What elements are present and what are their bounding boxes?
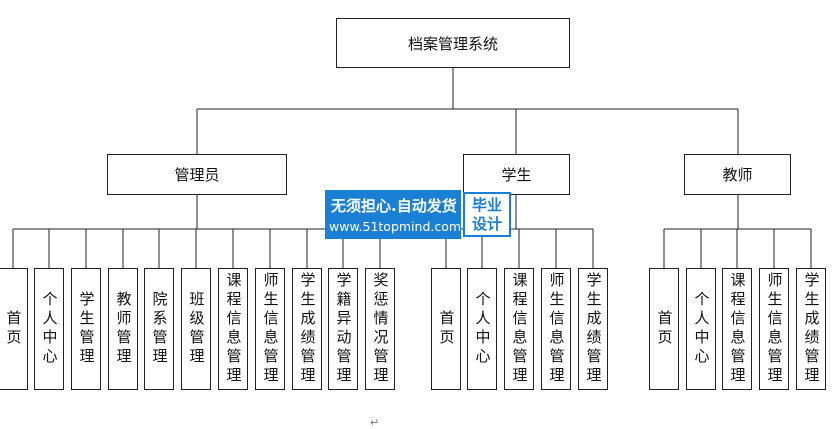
leaf-label: 个人中心 bbox=[692, 291, 711, 367]
leaf-label: 教师管理 bbox=[114, 291, 133, 367]
watermark-badge: 毕业 设计 bbox=[463, 192, 511, 237]
watermark-slogan: 无须担心.自动发货 bbox=[331, 197, 457, 215]
leaf-label: 班级管理 bbox=[187, 291, 206, 367]
group-label-admin: 管理员 bbox=[174, 166, 220, 184]
leaf-node: 院系管理 bbox=[144, 268, 174, 390]
group-label-teacher: 教师 bbox=[722, 166, 753, 184]
leaf-label: 师生信息管理 bbox=[261, 272, 280, 386]
leaf-node: 个人中心 bbox=[686, 268, 716, 390]
text-cursor-icon: ↵ bbox=[370, 416, 380, 429]
root-node: 档案管理系统 bbox=[336, 18, 570, 68]
leaf-node: 课程信息管理 bbox=[218, 268, 248, 390]
watermark-banner: 无须担心.自动发货 www.51topmind.com bbox=[325, 190, 461, 239]
group-node-admin: 管理员 bbox=[107, 154, 287, 195]
leaf-node: 学籍异动管理 bbox=[328, 268, 358, 390]
leaf-node: 首页 bbox=[431, 268, 461, 390]
watermark-badge-line1: 毕业 bbox=[471, 196, 502, 214]
leaf-label: 学生管理 bbox=[77, 291, 96, 367]
leaf-label: 首页 bbox=[655, 310, 674, 348]
leaf-label: 师生信息管理 bbox=[765, 272, 784, 386]
leaf-label: 首页 bbox=[4, 310, 23, 348]
leaf-node: 学生成绩管理 bbox=[292, 268, 322, 390]
leaf-node: 个人中心 bbox=[34, 268, 64, 390]
leaf-node: 课程信息管理 bbox=[722, 268, 752, 390]
leaf-node: 师生信息管理 bbox=[541, 268, 571, 390]
leaf-node: 首页 bbox=[0, 268, 28, 390]
leaf-label: 学生成绩管理 bbox=[298, 272, 317, 386]
leaf-label: 学籍异动管理 bbox=[334, 272, 353, 386]
leaf-node: 教师管理 bbox=[108, 268, 138, 390]
leaf-node: 个人中心 bbox=[467, 268, 497, 390]
root-label: 档案管理系统 bbox=[407, 34, 498, 53]
watermark-badge-line2: 设计 bbox=[471, 215, 502, 233]
leaf-node: 学生成绩管理 bbox=[796, 268, 826, 390]
leaf-label: 首页 bbox=[437, 310, 456, 348]
watermark-url: www.51topmind.com bbox=[329, 219, 462, 234]
leaf-node: 师生信息管理 bbox=[759, 268, 789, 390]
leaf-node: 首页 bbox=[649, 268, 679, 390]
leaf-label: 学生成绩管理 bbox=[584, 272, 603, 386]
group-label-student: 学生 bbox=[501, 166, 532, 184]
leaf-node: 班级管理 bbox=[181, 268, 211, 390]
leaf-label: 院系管理 bbox=[150, 291, 169, 367]
leaf-label: 学生成绩管理 bbox=[802, 272, 821, 386]
leaf-label: 课程信息管理 bbox=[510, 272, 529, 386]
leaf-node: 学生成绩管理 bbox=[578, 268, 608, 390]
watermark: 无须担心.自动发货 www.51topmind.com 毕业 设计 bbox=[325, 190, 513, 239]
leaf-label: 师生信息管理 bbox=[547, 272, 566, 386]
leaf-label: 课程信息管理 bbox=[224, 272, 243, 386]
leaf-label: 奖惩情况管理 bbox=[371, 272, 390, 386]
leaf-label: 个人中心 bbox=[40, 291, 59, 367]
leaf-node: 课程信息管理 bbox=[504, 268, 534, 390]
leaf-label: 个人中心 bbox=[473, 291, 492, 367]
group-node-student: 学生 bbox=[463, 154, 570, 195]
leaf-node: 学生管理 bbox=[71, 268, 101, 390]
leaf-node: 奖惩情况管理 bbox=[365, 268, 395, 390]
group-node-teacher: 教师 bbox=[684, 154, 791, 195]
leaf-label: 课程信息管理 bbox=[728, 272, 747, 386]
leaf-node: 师生信息管理 bbox=[255, 268, 285, 390]
